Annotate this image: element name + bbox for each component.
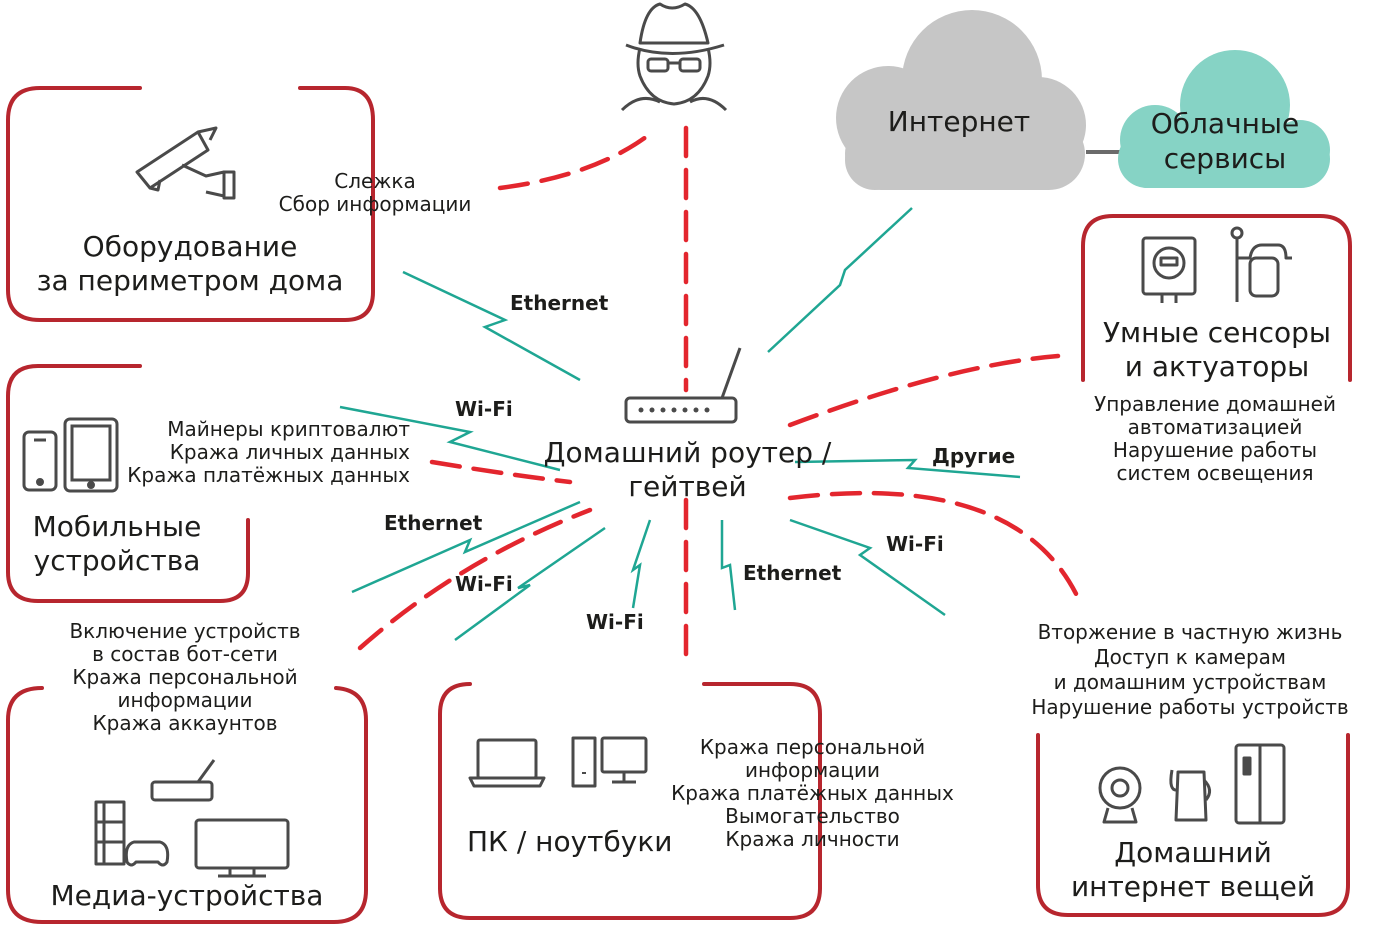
smartphone-icon bbox=[22, 430, 58, 492]
conn-internet bbox=[767, 207, 913, 353]
pc-threats: Кража персональной информации Кража плат… bbox=[671, 735, 954, 851]
internet-cloud bbox=[836, 10, 1086, 190]
media-threats: Включение устройств в состав бот-сети Кр… bbox=[69, 619, 301, 735]
gas-meter-icon bbox=[1230, 226, 1292, 302]
media-link-ethernet-label: Ethernet bbox=[384, 511, 483, 535]
conn-media-wifi bbox=[454, 526, 606, 642]
threat-line-sensors bbox=[787, 353, 1061, 428]
pc-link-wifi-label: Wi-Fi bbox=[586, 610, 644, 634]
cloud-group bbox=[836, 10, 1330, 190]
conn-pc-ethernet bbox=[720, 520, 737, 611]
conn-perimeter bbox=[402, 270, 581, 382]
threat-line-perimeter bbox=[497, 127, 658, 191]
sensors-threats: Управление домашней автоматизацией Наруш… bbox=[1094, 392, 1336, 485]
spy-hacker-icon bbox=[620, 2, 728, 112]
iot-box bbox=[1036, 733, 1350, 917]
threat-line-iot bbox=[787, 490, 1083, 605]
fridge-icon bbox=[1234, 743, 1286, 825]
media-box bbox=[6, 686, 368, 924]
conn-pc-wifi bbox=[630, 519, 652, 609]
sensor-icons bbox=[1141, 226, 1292, 303]
perimeter-title: Оборудование за периметром дома bbox=[36, 230, 344, 297]
conn-mobile bbox=[339, 405, 561, 472]
sensors-link-label: Другие bbox=[932, 444, 1016, 468]
perimeter-link-label: Ethernet bbox=[510, 291, 609, 315]
mobile-threats: Майнеры криптовалют Кража личных данных … bbox=[127, 417, 410, 487]
tv-icon bbox=[194, 818, 290, 870]
iot-threats: Вторжение в частную жизнь Доступ к камер… bbox=[1031, 620, 1349, 719]
iot-title: Домашний интернет вещей bbox=[1070, 836, 1316, 903]
mobile-box bbox=[6, 364, 250, 603]
game-console-icon bbox=[94, 800, 126, 866]
mobile-link-label: Wi-Fi bbox=[455, 397, 513, 421]
iot-link-label: Wi-Fi bbox=[886, 532, 944, 556]
gamepad-icon bbox=[124, 840, 170, 867]
pc-title: ПК / ноутбуки bbox=[467, 825, 673, 858]
iot-icons bbox=[1098, 743, 1286, 825]
pc-box bbox=[438, 682, 822, 920]
conn-sensors bbox=[794, 458, 1021, 479]
sensors-box bbox=[1081, 214, 1352, 382]
perimeter-threats: Слежка Сбор информации bbox=[278, 169, 472, 216]
electric-meter-icon bbox=[1141, 236, 1197, 303]
cloud-services-label: Облачные сервисы bbox=[1150, 107, 1300, 175]
media-link-wifi-label: Wi-Fi bbox=[455, 572, 513, 596]
media-icons bbox=[94, 759, 290, 878]
pc-link-ethernet-label: Ethernet bbox=[743, 561, 842, 585]
pc-icons bbox=[468, 736, 648, 788]
mobile-title: Мобильные устройства bbox=[32, 510, 202, 577]
conn-iot bbox=[789, 518, 946, 617]
sensors-title: Умные сенсоры и актуаторы bbox=[1102, 316, 1332, 383]
perimeter-box bbox=[6, 86, 375, 322]
connection-lines bbox=[339, 207, 1021, 642]
internet-label: Интернет bbox=[887, 105, 1031, 138]
media-title: Медиа-устройства bbox=[50, 879, 324, 912]
desktop-computer-icon bbox=[571, 736, 648, 788]
webcam-icon bbox=[1098, 766, 1142, 824]
box-frames bbox=[6, 86, 1352, 924]
threat-line-mobile bbox=[429, 459, 573, 485]
router-label: Домашний роутер / гейтвей bbox=[543, 436, 832, 503]
tablet-icon bbox=[63, 417, 119, 493]
laptop-icon bbox=[468, 738, 546, 788]
mobile-icons bbox=[22, 417, 119, 493]
conn-media-ethernet bbox=[351, 500, 581, 594]
home-router-icon bbox=[624, 347, 742, 424]
router-icon bbox=[150, 780, 214, 802]
cloud-services-cloud bbox=[1118, 50, 1330, 188]
smart-kettle-icon bbox=[1169, 769, 1211, 822]
threat-line-media bbox=[357, 507, 593, 651]
security-camera-icon bbox=[135, 126, 236, 200]
threat-lines bbox=[357, 125, 1083, 663]
